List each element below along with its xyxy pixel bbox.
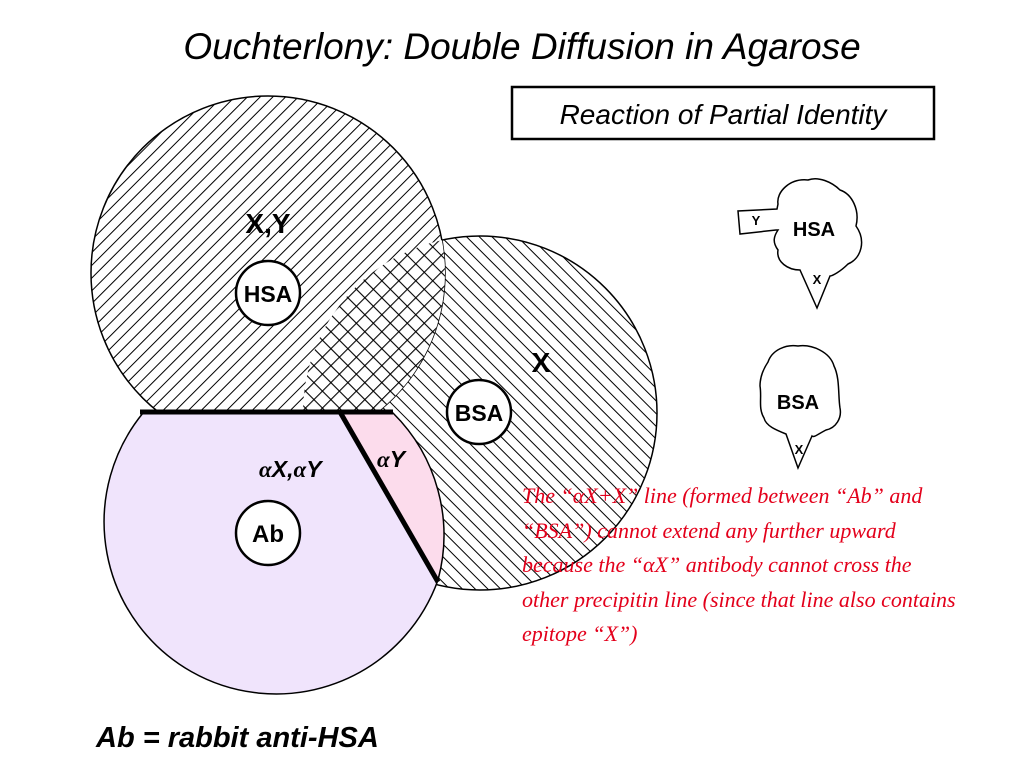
explanation-note: The “αX+X” line (formed between “Ab” and… [522,483,956,646]
slide-title: Ouchterlony: Double Diffusion in Agarose [183,26,860,67]
bsa-antigen-label: BSA [777,392,819,414]
well-ab-label: Ab [252,521,284,548]
subtitle-box [510,85,936,141]
well-bsa-label: BSA [455,400,504,426]
hsa-antigen-icon: Y HSA X [737,178,863,310]
hsa-epitope-x-label: X [813,272,822,287]
well-hsa-label: HSA [244,281,293,307]
subtitle-text: Reaction of Partial Identity [560,99,889,130]
spur-zone-label: αY [377,446,408,472]
alpha-symbol: α [293,457,307,482]
hsa-antigen-label: HSA [793,219,835,241]
alpha-symbol: α [377,447,391,472]
precipitin-line-bsa [337,410,441,584]
alpha-symbol: α [259,457,273,482]
well-hsa: HSA [234,259,302,327]
well-bsa: BSA [445,378,513,446]
footer-caption: Ab = rabbit anti-HSA [96,722,379,754]
bsa-epitope-x-label: X [795,442,804,457]
bsa-antigen-icon: BSA X [759,344,842,471]
ab-zone-label: αX,αY [259,456,324,482]
hsa-zone-label: X,Y [245,208,290,239]
well-ab: Ab [234,499,302,567]
overlap-zone [303,236,445,413]
hsa-epitope-y-label: Y [752,213,761,228]
bsa-zone-label: X [532,347,551,378]
